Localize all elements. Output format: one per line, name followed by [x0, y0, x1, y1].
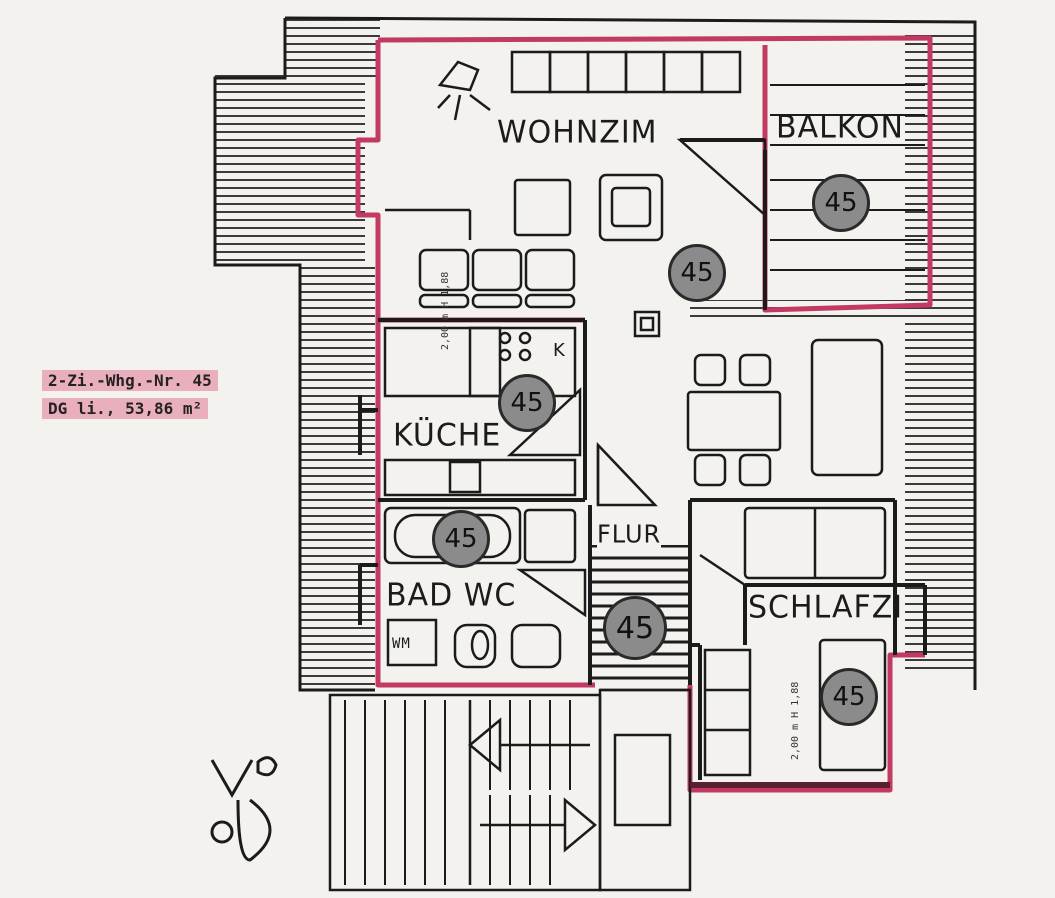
- unit-badge-flur: 45: [603, 596, 667, 660]
- dining-set: [686, 338, 884, 487]
- room-label-flur: FLUR: [597, 519, 662, 549]
- kitchen-dimension-note: 2,00 m H 1,88: [440, 271, 451, 350]
- unit-area-label: DG li., 53,86 m²: [42, 398, 209, 419]
- unit-badge-balkon: 45: [812, 174, 870, 232]
- unit-badge-wohnzimmer: 45: [668, 244, 726, 302]
- plant-icon: [437, 60, 491, 121]
- washer-label: WM: [392, 636, 411, 652]
- unit-badge-bad: 45: [432, 510, 490, 568]
- staircase: [328, 688, 692, 892]
- orientation-symbols-icon: [210, 756, 278, 862]
- room-label-bad-wc: BAD WC: [386, 577, 517, 614]
- bedroom-dimension-note: 2,00 m H 1,88: [790, 681, 801, 760]
- kitchen-fixtures: [383, 326, 658, 507]
- room-label-kueche: KÜCHE: [393, 417, 502, 454]
- interior-walls: [358, 138, 927, 780]
- stove-mark: K: [553, 340, 566, 361]
- unit-badge-kueche: 45: [498, 374, 556, 432]
- room-label-balkon: BALKON: [776, 109, 904, 146]
- living-windows: [510, 50, 742, 94]
- unit-number-label: 2-Zi.-Whg.-Nr. 45: [42, 370, 218, 391]
- room-label-schlafzimmer: SCHLAFZI: [748, 589, 904, 626]
- living-furniture: [385, 138, 767, 338]
- building-outline: [213, 16, 977, 692]
- roof-hatching: [215, 18, 975, 690]
- room-label-wohnzimmer: WOHNZIM: [497, 114, 658, 151]
- stair-treads: [344, 700, 571, 885]
- unit-badge-schlafzimmer: 45: [820, 668, 878, 726]
- bedroom-fixtures: [699, 506, 887, 777]
